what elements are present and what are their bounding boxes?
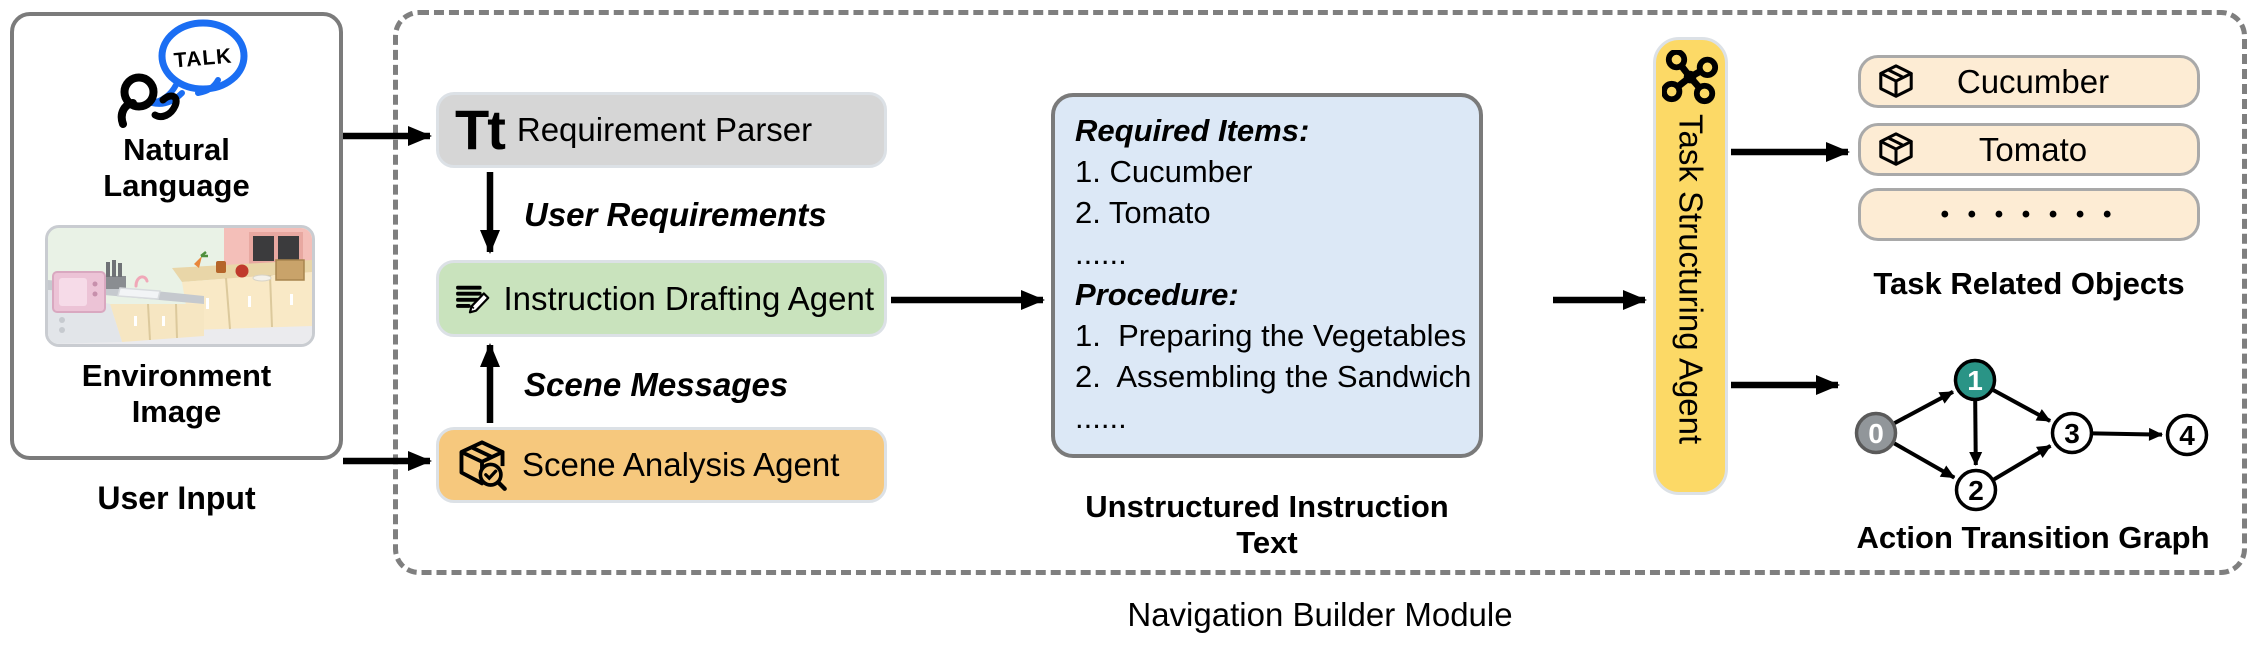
graph-node-2: 2 <box>1954 468 1998 512</box>
scene-analysis-agent-label: Scene Analysis Agent <box>522 446 840 483</box>
instruction-line: ...... <box>1075 400 1127 435</box>
action-transition-graph: 0 1 2 3 4 <box>1854 358 2209 512</box>
object-label: Tomato <box>1978 130 2088 168</box>
graph-node-label: 2 <box>1968 475 1984 506</box>
navigation-builder-module-box <box>393 10 2247 575</box>
environment-image-line1: Environment <box>81 358 272 393</box>
object-item-more: • • • • • • • <box>1858 188 2200 241</box>
graph-node-1: 1 <box>1953 358 1997 402</box>
requirement-parser-label: Requirement Parser <box>516 111 813 148</box>
unstructured-instruction-text-box: Required Items: 1. Cucumber 2. Tomato ..… <box>1051 93 1483 458</box>
talk-text: TALK <box>173 44 233 72</box>
user-requirements-label: User Requirements <box>524 196 827 233</box>
object-item-tomato: Tomato <box>1858 123 2200 176</box>
graph-node-label: 1 <box>1967 365 1983 396</box>
instruction-line: Procedure: <box>1075 277 1239 312</box>
environment-image-label: Environment Image <box>14 358 339 430</box>
task-structuring-agent-label: Task Structuring Agent <box>1672 114 1710 445</box>
scene-analysis-agent-box: Scene Analysis Agent <box>436 427 887 503</box>
graph-node-4: 4 <box>2165 413 2209 457</box>
graph-node-label: 4 <box>2179 420 2195 451</box>
package-icon <box>1879 63 1913 98</box>
network-graph-icon <box>1661 50 1718 105</box>
natural-language-line1: Natural <box>123 132 230 167</box>
requirement-parser-box: Tt Requirement Parser <box>436 92 887 168</box>
graph-node-label: 0 <box>1868 418 1884 449</box>
instruction-line: 1. Preparing the Vegetables <box>1075 318 1467 353</box>
draft-list-pencil-icon <box>456 285 490 313</box>
user-input-panel: TALK Natural Language <box>10 12 343 460</box>
instruction-line: 2. Tomato <box>1075 195 1211 230</box>
natural-language-label: Natural Language <box>14 132 339 204</box>
graph-node-3: 3 <box>2050 411 2094 455</box>
instruction-line: ...... <box>1075 236 1127 271</box>
task-related-objects-caption: Task Related Objects <box>1873 266 2185 301</box>
instruction-line: 1. Cucumber <box>1075 154 1253 189</box>
instruction-line: 2. Assembling the Sandwich <box>1075 359 1472 394</box>
navigation-builder-module-caption: Navigation Builder Module <box>1127 596 1513 633</box>
person-talk-icon: TALK <box>117 19 248 128</box>
text-format-icon: Tt <box>455 98 506 161</box>
scene-box-search-icon <box>459 440 507 491</box>
graph-node-0: 0 <box>1854 411 1898 455</box>
instruction-drafting-agent-box: Instruction Drafting Agent <box>436 260 887 337</box>
instruction-drafting-agent-label: Instruction Drafting Agent <box>503 279 874 317</box>
task-structuring-agent-bar: Task Structuring Agent <box>1653 37 1728 495</box>
scene-messages-label: Scene Messages <box>524 366 789 403</box>
action-transition-graph-caption: Action Transition Graph <box>1856 520 2210 555</box>
graph-node-label: 3 <box>2064 418 2080 449</box>
ellipsis-dots: • • • • • • • <box>1940 200 2118 228</box>
natural-language-line2: Language <box>103 168 250 203</box>
package-icon <box>1879 131 1913 166</box>
user-input-caption: User Input <box>97 480 256 516</box>
instruction-line: Required Items: <box>1075 113 1310 148</box>
object-item-cucumber: Cucumber <box>1858 55 2200 108</box>
environment-image-line2: Image <box>131 394 222 429</box>
environment-kitchen-image <box>45 225 315 347</box>
unstructured-instruction-text-caption: Unstructured Instruction Text <box>1085 489 1449 560</box>
object-label: Cucumber <box>1956 62 2110 100</box>
graph-edges <box>1893 388 2163 482</box>
